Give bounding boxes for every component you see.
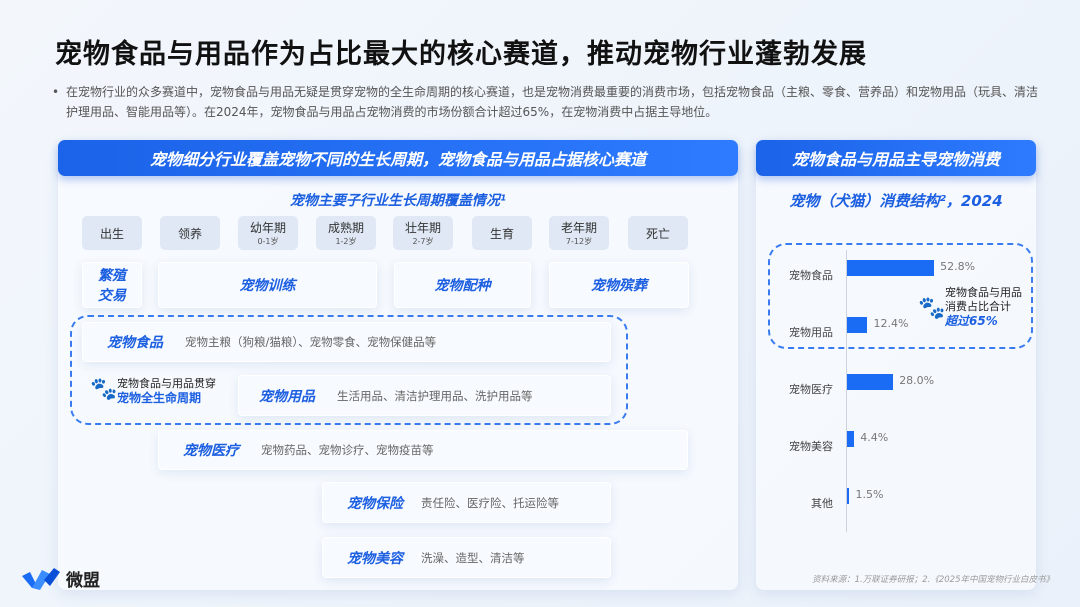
annotation-line: 超过65%: [945, 314, 998, 328]
segment-food: 宠物食品 宠物主粮（狗粮/猫粮）、宠物零食、宠物保健品等: [82, 322, 611, 362]
right-panel: [756, 140, 1036, 590]
desc: 宠物药品、宠物诊疗、宠物疫苗等: [261, 443, 434, 457]
stage-name: 幼年期: [249, 221, 286, 235]
annotation-line: 消费占比合计: [945, 300, 1011, 313]
segment-medical: 宠物医疗 宠物药品、宠物诊疗、宠物疫苗等: [158, 430, 688, 470]
lifecycle-note: 宠物食品与用品贯穿宠物全生命周期: [117, 376, 216, 406]
bar-3: [847, 431, 855, 447]
segment-insurance: 宠物保险 责任险、医疗险、托运险等: [322, 482, 611, 523]
bar-4: [847, 488, 850, 504]
data-label: 52.8%: [940, 260, 976, 273]
stage-name: 生育: [489, 226, 514, 241]
annotation-line: 宠物食品与用品: [945, 286, 1022, 299]
label: 宠物医疗: [183, 443, 239, 459]
description: 在宠物行业的众多赛道中，宠物食品与用品无疑是贯穿宠物的全生命周期的核心赛道，也是…: [66, 85, 1039, 119]
chart-highlight: [768, 243, 1033, 349]
stage-age: 1-2岁: [335, 237, 357, 246]
stage-name: 成熟期: [327, 221, 364, 235]
chart-annotation: 宠物食品与用品消费占比合计超过65%: [945, 286, 1022, 328]
page-title: 宠物食品与用品作为占比最大的核心赛道，推动宠物行业蓬勃发展: [55, 39, 867, 70]
label: 宠物保险: [347, 495, 403, 512]
logo-text: 微盟: [66, 571, 100, 591]
left-subtitle: 宠物主要子行业生长周期覆盖情况¹: [289, 193, 507, 209]
desc: 责任险、医疗险、托运险等: [421, 495, 559, 510]
data-label: 28.0%: [899, 374, 935, 387]
food-supplies-highlight: [70, 315, 628, 425]
label: 宠物训练: [239, 278, 296, 294]
left-panel-header: 宠物细分行业覆盖宠物不同的生长周期，宠物食品与用品占据核心赛道: [58, 140, 738, 176]
category-label: 宠物用品: [789, 326, 833, 339]
stage-name: 领养: [177, 226, 202, 241]
stage-name: 壮年期: [404, 221, 441, 235]
category-label: 宠物美容: [789, 440, 833, 453]
data-label: 4.4%: [860, 431, 889, 444]
right-panel-header: 宠物食品与用品主导宠物消费: [756, 140, 1036, 176]
stage-7: 死亡: [628, 216, 688, 250]
segment-supplies: 宠物用品 生活用品、清洁护理用品、洗护用品等: [238, 375, 611, 416]
stage-age: 2-7岁: [412, 237, 434, 246]
stage-age: 0-1岁: [257, 237, 279, 246]
stage-age: 7-12岁: [565, 237, 593, 246]
source-note: 资料来源：1.万联证券研报；2.《2025年中国宠物行业白皮书》: [812, 575, 1054, 585]
label: 宠物美容: [347, 550, 403, 567]
label: 宠物殡葬: [591, 278, 647, 294]
category-label: 宠物医疗: [789, 383, 833, 396]
stage-name: 死亡: [645, 226, 670, 241]
chart-axis: [846, 250, 847, 532]
stage-4: 壮年期 2-7岁: [393, 216, 453, 250]
row2-funeral: 宠物殡葬: [549, 262, 689, 308]
label: 繁殖交易: [98, 268, 126, 304]
bullet-dot: •: [52, 85, 60, 99]
stage-6: 老年期 7-12岁: [549, 216, 609, 250]
desc: 生活用品、清洁护理用品、洗护用品等: [337, 388, 533, 403]
stage-3: 成熟期 1-2岁: [316, 216, 376, 250]
label: 宠物用品: [259, 388, 315, 405]
stage-1: 领养: [160, 216, 220, 250]
row2-training: 宠物训练: [158, 262, 377, 308]
chart-title: 宠物（犬猫）消费结构²，2024: [789, 192, 1003, 210]
row2-breeding: 繁殖交易: [82, 262, 142, 308]
segment-beauty: 宠物美容 洗澡、造型、清洁等: [322, 537, 611, 578]
logo: 微盟: [22, 566, 100, 591]
bar-2: [847, 374, 894, 390]
desc: 洗澡、造型、清洁等: [421, 550, 525, 565]
category-label: 宠物食品: [789, 269, 833, 282]
note-line: 宠物全生命周期: [117, 391, 202, 405]
label: 宠物配种: [434, 278, 491, 294]
stage-2: 幼年期 0-1岁: [238, 216, 298, 250]
data-label: 1.5%: [855, 488, 884, 501]
stage-0: 出生: [82, 216, 142, 250]
data-label: 12.4%: [873, 317, 909, 330]
label: 宠物食品: [107, 335, 163, 351]
desc: 宠物主粮（狗粮/猫粮）、宠物零食、宠物保健品等: [185, 335, 437, 349]
paw-icon: 🐾: [918, 296, 946, 321]
row2-mating: 宠物配种: [394, 262, 531, 308]
logo-icon: [22, 567, 60, 590]
paw-icon: 🐾: [90, 377, 118, 402]
bar-0: [847, 260, 935, 276]
stage-name: 老年期: [560, 221, 597, 235]
bar-1: [847, 317, 868, 333]
note-line: 宠物食品与用品贯穿: [117, 377, 216, 390]
category-label: 其他: [811, 497, 833, 510]
stage-name: 出生: [99, 226, 124, 241]
stage-5: 生育: [472, 216, 532, 250]
